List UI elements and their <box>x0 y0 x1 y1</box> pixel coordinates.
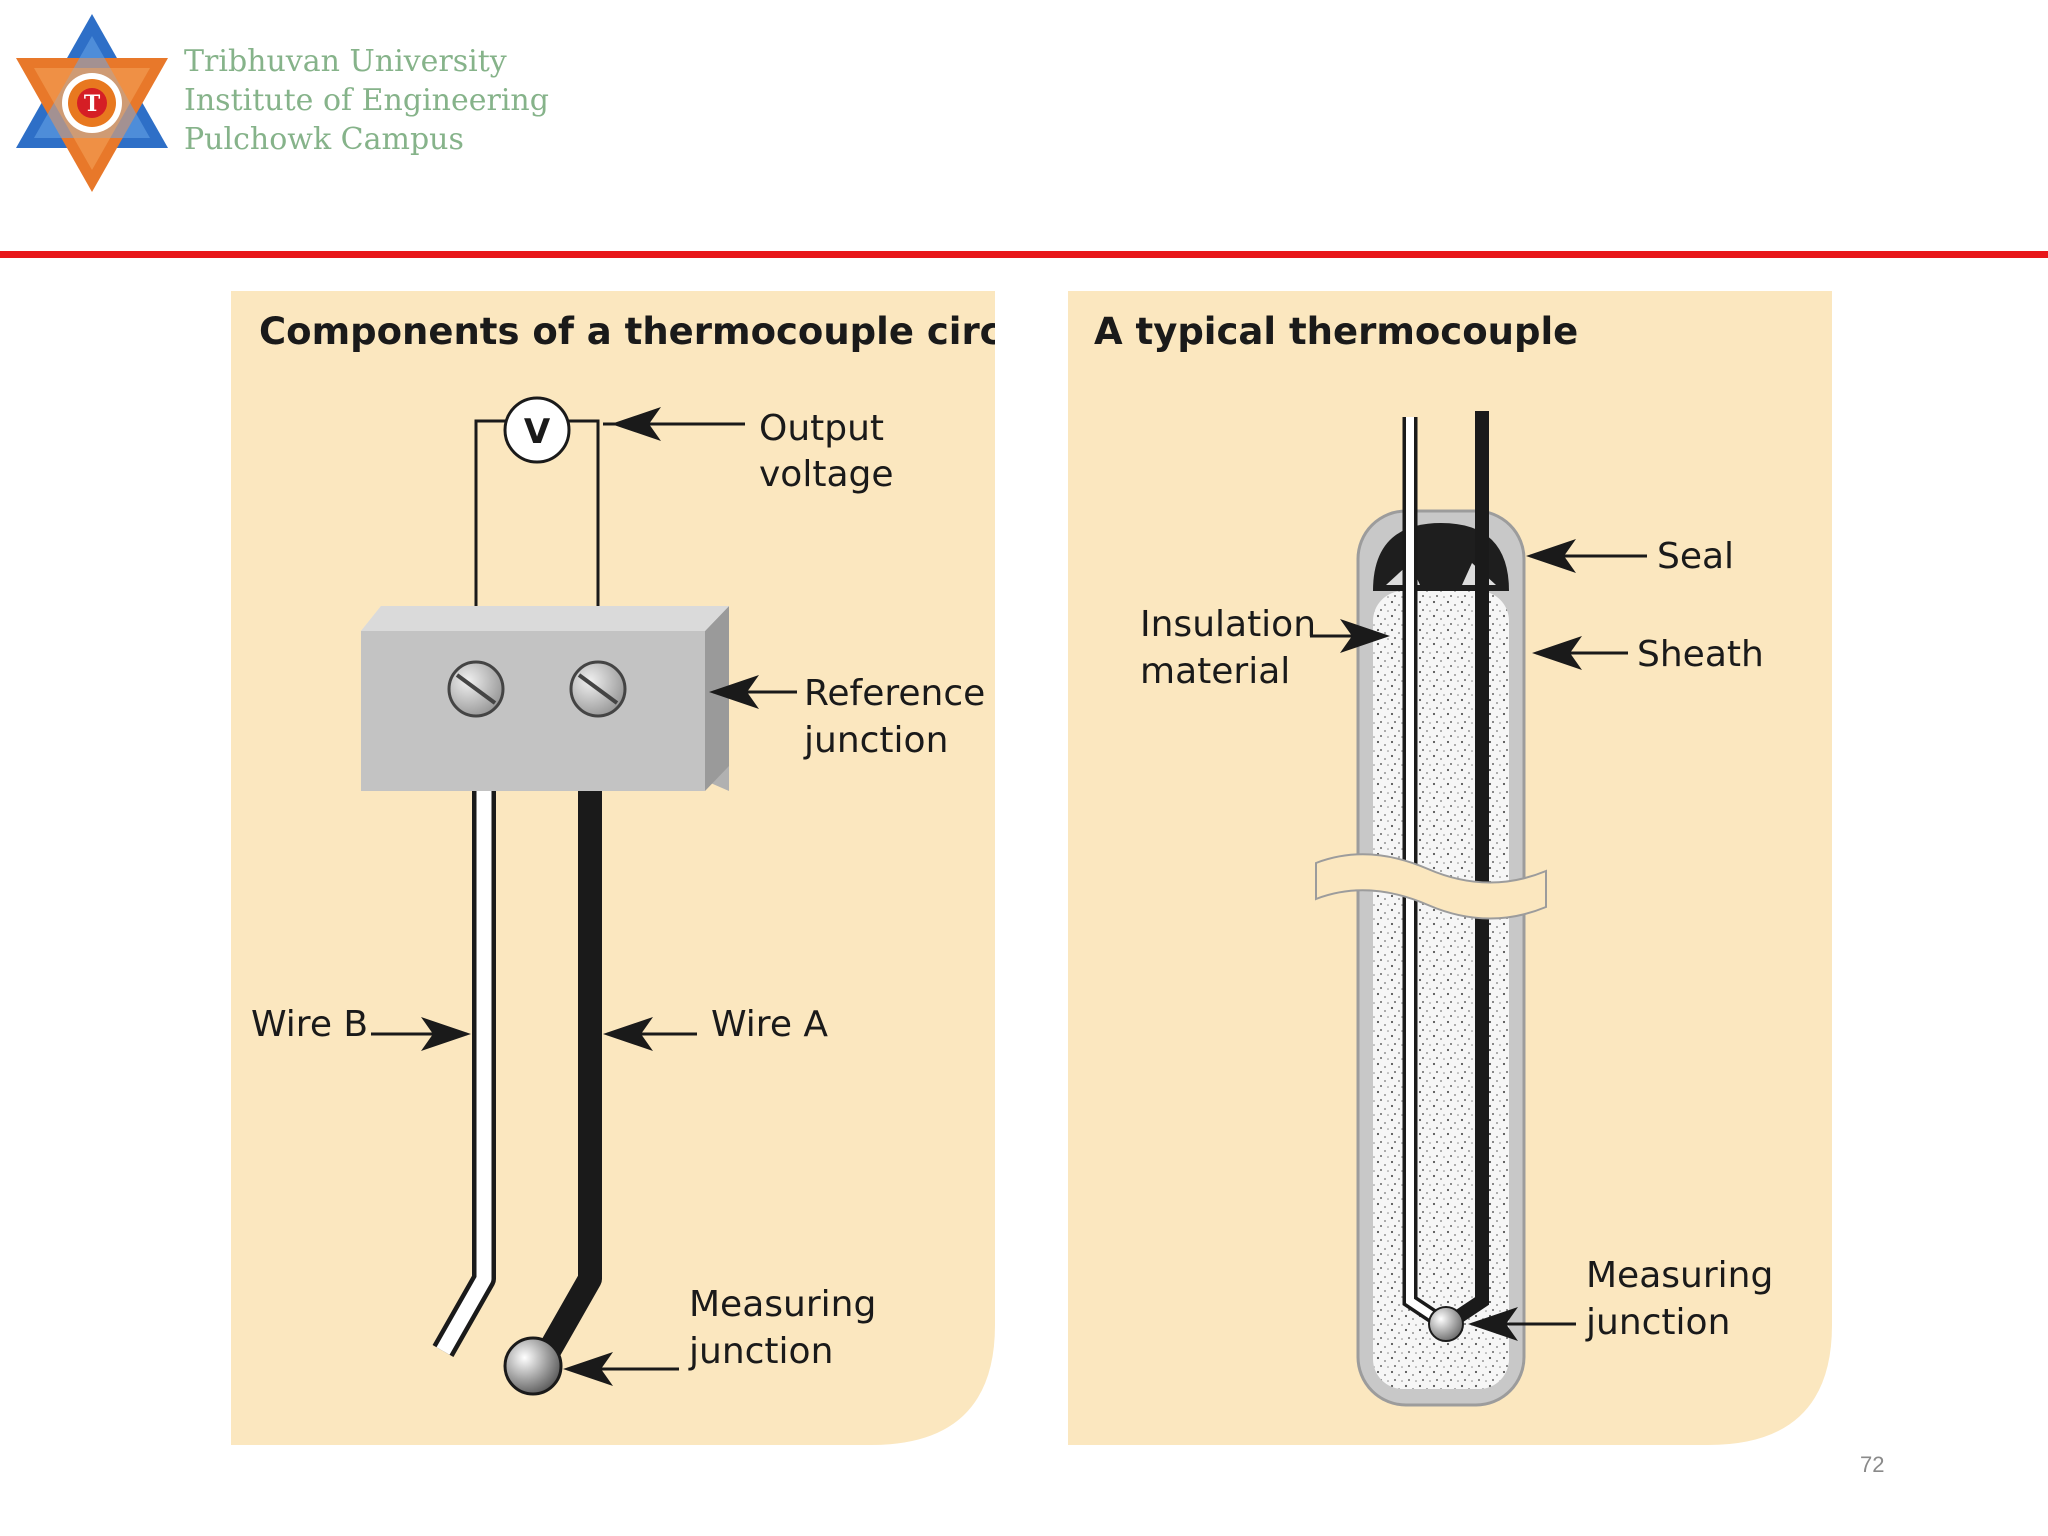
output-voltage-label: Output voltage <box>759 408 896 495</box>
typical-thermocouple-diagram: A typical thermocouple Seal Insulation m… <box>1068 291 1832 1445</box>
measuring-junction-label: Measuring junction <box>688 1284 888 1372</box>
wire-a-label: Wire A <box>711 1004 828 1045</box>
institution-line-1: Tribhuvan University <box>184 44 507 79</box>
institution-line-3: Pulchowk Campus <box>184 122 464 157</box>
university-logo: T <box>10 10 175 195</box>
reference-junction-block <box>361 606 729 791</box>
wire-b-arrow-icon <box>371 1017 471 1051</box>
measuring-junction-ball <box>503 1336 563 1396</box>
institution-line-2: Institute of Engineering <box>184 83 549 118</box>
measuring-junction-arrow-icon <box>563 1352 679 1386</box>
sheath-label: Sheath <box>1637 634 1764 675</box>
sheath-arrow-icon <box>1532 636 1628 670</box>
voltmeter-leads <box>474 419 600 689</box>
measuring-junction-label: Measuring junction <box>1585 1255 1785 1343</box>
svg-text:T: T <box>84 91 101 117</box>
voltmeter-symbol: V <box>524 412 551 452</box>
wire-a-arrow-icon <box>603 1017 697 1051</box>
measuring-junction-arrow-icon <box>1468 1307 1576 1341</box>
diagram-title: Components of a thermocouple circuit <box>259 310 995 353</box>
break-mark <box>1315 853 1547 920</box>
terminal-screw-right-icon <box>569 660 627 718</box>
voltmeter-icon: V <box>503 396 571 464</box>
wire-a <box>538 791 602 1357</box>
measuring-junction-ball <box>1428 1306 1464 1342</box>
insulation-arrow-icon <box>1310 619 1390 653</box>
thermocouple-circuit-diagram: Components of a thermocouple circuit V <box>231 291 995 1445</box>
seal-arrow-icon <box>1526 539 1647 573</box>
reference-junction-arrow-icon <box>709 675 797 709</box>
diagram-title: A typical thermocouple <box>1094 310 1578 353</box>
seal-label: Seal <box>1657 536 1734 577</box>
page-number: 72 <box>1860 1452 1885 1477</box>
insulation-material-label: Insulation material <box>1140 604 1327 692</box>
panel-background <box>231 291 995 1445</box>
wire-b-label: Wire B <box>251 1004 368 1045</box>
reference-junction-label: Reference junction <box>803 673 995 761</box>
output-voltage-arrow-icon <box>603 407 745 441</box>
header-divider <box>0 251 2048 258</box>
institution-name: Tribhuvan University Institute of Engine… <box>184 42 549 159</box>
terminal-screw-left-icon <box>447 660 505 718</box>
slide-header: T Tribhuvan University Institute of Engi… <box>0 0 2048 260</box>
star-emblem-icon: T <box>16 14 168 192</box>
